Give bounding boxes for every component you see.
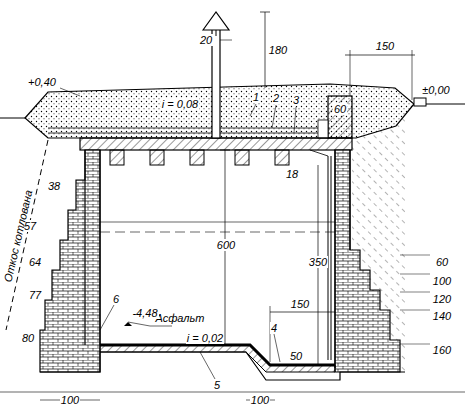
dimension: 60 bbox=[333, 103, 347, 115]
dimension: 100 bbox=[60, 394, 80, 406]
callout-number: 2 bbox=[272, 92, 280, 104]
dimension: 350 bbox=[308, 256, 328, 268]
dimension: 64 bbox=[28, 256, 42, 268]
callout-number: 6 bbox=[112, 293, 120, 305]
dimension: 160 bbox=[432, 344, 452, 356]
dimension: 20 bbox=[199, 34, 213, 46]
dimension: 140 bbox=[432, 310, 452, 322]
callout-number: 5 bbox=[213, 379, 221, 391]
callout-number: 1 bbox=[252, 91, 260, 103]
dimension: 18 bbox=[285, 168, 299, 180]
dimension: 600 bbox=[216, 239, 236, 251]
dimension: 38 bbox=[47, 180, 61, 192]
dimension: 50 bbox=[289, 350, 303, 362]
material-label: Асфальт bbox=[154, 312, 205, 324]
dimension: 60 bbox=[435, 256, 449, 268]
elevation-mark: ±0,00 bbox=[421, 84, 450, 96]
dimension: 100 bbox=[250, 394, 270, 406]
callout-number: 3 bbox=[292, 94, 300, 106]
dimension: 150 bbox=[290, 298, 310, 310]
slope-note: Откос котлована bbox=[1, 188, 34, 284]
dimension: 180 bbox=[268, 44, 288, 56]
elevation-mark: +0,40 bbox=[27, 76, 57, 88]
slope-note: i = 0,02 bbox=[186, 332, 224, 344]
slope-note: i = 0,08 bbox=[161, 98, 199, 110]
dimension: 150 bbox=[375, 40, 395, 52]
elevation-mark: -4,48 bbox=[131, 307, 158, 319]
callout-number: 4 bbox=[270, 322, 278, 334]
dimension: 120 bbox=[432, 293, 452, 305]
dimension: 80 bbox=[21, 332, 35, 344]
dimension: 77 bbox=[28, 289, 42, 301]
dimension: 100 bbox=[432, 275, 452, 287]
